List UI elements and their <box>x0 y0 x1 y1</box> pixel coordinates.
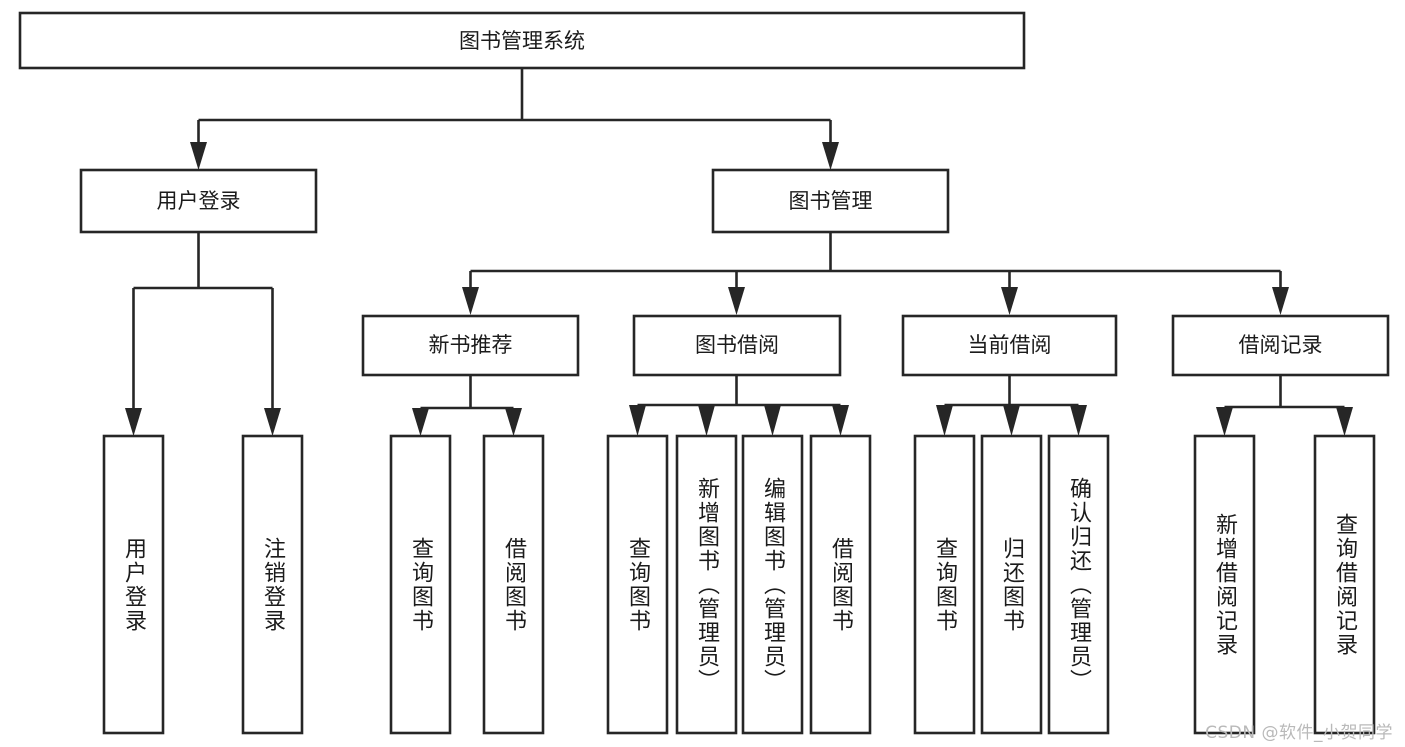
leaf-box-query-borrow-record[interactable] <box>1313 434 1376 735</box>
leaf-box-return-book[interactable] <box>980 434 1043 735</box>
arrow-to-leaf-return-book <box>1003 405 1020 436</box>
csdn-watermark: CSDN @软件_小贺同学 <box>1205 723 1393 743</box>
arrow-to-leaf-query-book-3 <box>936 405 953 436</box>
node-book-management[interactable]: 图书管理 <box>711 168 950 234</box>
node-root[interactable]: 图书管理系统 <box>18 11 1026 70</box>
arrow-to-leaf-logout-login <box>264 408 281 436</box>
node-current-borrow-label: 当前借阅 <box>968 333 1052 357</box>
node-book-borrow[interactable]: 图书借阅 <box>632 314 842 377</box>
node-root-label: 图书管理系统 <box>459 29 585 53</box>
node-borrow-record[interactable]: 借阅记录 <box>1171 314 1390 377</box>
arrow-to-book-management <box>822 142 839 170</box>
connector-group-book-management <box>462 232 1289 315</box>
node-user-login[interactable]: 用户登录 <box>79 168 318 234</box>
node-new-book-recommend-box[interactable] <box>361 314 580 377</box>
arrow-to-book-borrow <box>728 287 745 315</box>
leaf-group-current-borrow <box>913 434 1110 735</box>
arrow-to-leaf-borrow-book-1 <box>505 408 522 436</box>
leaf-box-add-borrow-record[interactable] <box>1193 434 1256 735</box>
arrow-to-leaf-borrow-book-2 <box>832 405 849 436</box>
leaf-box-edit-book-admin[interactable] <box>741 434 804 735</box>
leaf-box-user-login[interactable] <box>102 434 165 735</box>
node-current-borrow[interactable]: 当前借阅 <box>901 314 1118 377</box>
node-root-box[interactable] <box>18 11 1026 70</box>
arrow-to-leaf-user-login <box>125 408 142 436</box>
node-borrow-record-label: 借阅记录 <box>1239 333 1323 357</box>
arrow-to-current-borrow <box>1001 287 1018 315</box>
connector-group-book-borrow <box>629 375 849 436</box>
node-borrow-record-box[interactable] <box>1171 314 1390 377</box>
leaf-box-borrow-book-1[interactable] <box>482 434 545 735</box>
arrow-to-leaf-add-book-admin <box>698 405 715 436</box>
node-current-borrow-box[interactable] <box>901 314 1118 377</box>
leaf-box-query-book-1[interactable] <box>389 434 452 735</box>
node-user-login-box[interactable] <box>79 168 318 234</box>
leaf-box-query-book-3[interactable] <box>913 434 976 735</box>
node-book-management-box[interactable] <box>711 168 950 234</box>
leaf-box-add-book-admin[interactable] <box>675 434 738 735</box>
arrow-to-new-book-recommend <box>462 287 479 315</box>
arrow-to-leaf-query-book-1 <box>412 408 429 436</box>
connector-group-user-login <box>125 232 281 436</box>
node-book-borrow-label: 图书借阅 <box>695 333 779 357</box>
node-new-book-recommend-label: 新书推荐 <box>429 333 513 357</box>
arrow-to-leaf-add-borrow-record <box>1216 407 1233 436</box>
leaf-box-borrow-book-2[interactable] <box>809 434 872 735</box>
connector-group-new-book-recommend <box>412 375 522 436</box>
leaf-box-confirm-return-admin[interactable] <box>1047 434 1110 735</box>
node-new-book-recommend[interactable]: 新书推荐 <box>361 314 580 377</box>
arrow-to-leaf-edit-book-admin <box>764 405 781 436</box>
node-book-management-label: 图书管理 <box>789 189 873 213</box>
arrow-to-user-login <box>190 142 207 170</box>
leaf-box-logout-login[interactable] <box>241 434 304 735</box>
arrow-to-borrow-record <box>1272 287 1289 315</box>
leaf-group-new-book-recommend <box>389 434 545 735</box>
arrow-to-leaf-confirm-return-admin <box>1070 405 1087 436</box>
connector-group-current-borrow <box>936 375 1087 436</box>
leaf-group-borrow-record <box>1193 434 1376 735</box>
leaf-group-user-login <box>102 434 304 735</box>
leaf-box-query-book-2[interactable] <box>606 434 669 735</box>
arrow-to-leaf-query-book-2 <box>629 405 646 436</box>
leaf-group-book-borrow <box>606 434 872 735</box>
arrow-to-leaf-query-borrow-record <box>1336 407 1353 436</box>
connector-group-root <box>190 68 839 170</box>
node-user-login-label: 用户登录 <box>157 189 241 213</box>
connector-group-borrow-record <box>1216 375 1353 436</box>
node-book-borrow-box[interactable] <box>632 314 842 377</box>
